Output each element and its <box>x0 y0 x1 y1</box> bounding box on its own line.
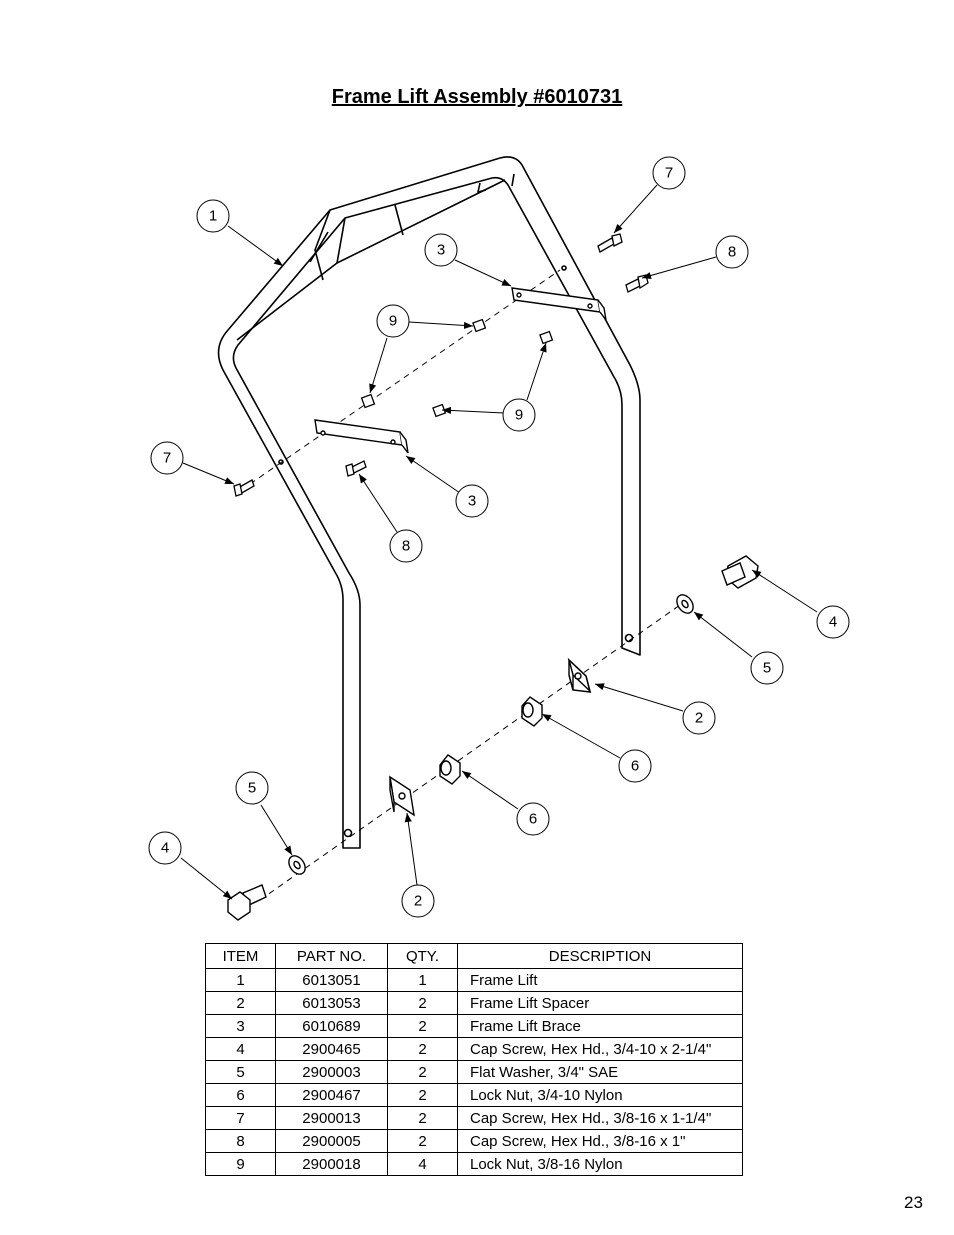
callout-circle <box>652 156 686 190</box>
quantity-cell: 2 <box>387 1014 458 1038</box>
description-cell: Cap Screw, Hex Hd., 3/8-16 x 1" <box>457 1129 743 1153</box>
description-cell: Flat Washer, 3/4" SAE <box>457 1060 743 1084</box>
item-cell: 3 <box>205 1014 276 1038</box>
description-cell: Lock Nut, 3/8-16 Nylon <box>457 1152 743 1176</box>
callout-circle <box>401 884 435 918</box>
quantity-cell: 2 <box>387 1083 458 1107</box>
description-cell: Cap Screw, Hex Hd., 3/8-16 x 1-1/4" <box>457 1106 743 1130</box>
quantity-cell: 2 <box>387 1060 458 1084</box>
description-cell: Lock Nut, 3/4-10 Nylon <box>457 1083 743 1107</box>
column-header-part-no: PART NO. <box>275 943 388 969</box>
callout-circle <box>196 199 230 233</box>
part-number-cell: 2900018 <box>275 1152 388 1176</box>
part-number-cell: 2900013 <box>275 1106 388 1130</box>
part-number-cell: 6013053 <box>275 991 388 1015</box>
callout-number: 6 <box>631 758 639 775</box>
quantity-cell: 2 <box>387 1129 458 1153</box>
callout-number: 2 <box>414 893 422 910</box>
table-row: 5 2900003 2 Flat Washer, 3/4" SAE <box>205 1060 743 1084</box>
callout-circle <box>516 802 550 836</box>
part-number-cell: 2900467 <box>275 1083 388 1107</box>
callout-number: 1 <box>209 208 217 225</box>
table-row: 9 2900018 4 Lock Nut, 3/8-16 Nylon <box>205 1152 743 1176</box>
item-cell: 6 <box>205 1083 276 1107</box>
column-header-qty: QTY. <box>387 943 458 969</box>
frame-lift-brace-parts <box>314 287 607 454</box>
large-fastener-parts <box>227 555 759 921</box>
quantity-cell: 2 <box>387 1106 458 1130</box>
callout-circle <box>502 398 536 432</box>
part-number-cell: 6010689 <box>275 1014 388 1038</box>
callout-number: 8 <box>728 244 736 261</box>
table-row: 7 2900013 2 Cap Screw, Hex Hd., 3/8-16 x… <box>205 1106 743 1130</box>
callout-number: 3 <box>468 493 476 510</box>
callout-number: 5 <box>248 780 256 797</box>
callout-circle <box>455 484 489 518</box>
callout-number: 7 <box>665 165 673 182</box>
table-row: 4 2900465 2 Cap Screw, Hex Hd., 3/4-10 x… <box>205 1037 743 1061</box>
description-cell: Frame Lift <box>457 968 743 992</box>
callout-circle <box>235 771 269 805</box>
callout-number: 5 <box>763 660 771 677</box>
callout-circle <box>376 304 410 338</box>
parts-list-table: ITEM PART NO. QTY. DESCRIPTION 1 6013051… <box>205 943 743 1176</box>
column-header-description: DESCRIPTION <box>457 943 743 969</box>
callout-number: 7 <box>163 450 171 467</box>
callout-circle <box>682 701 716 735</box>
page-number: 23 <box>904 1193 923 1212</box>
callout-number: 6 <box>529 811 537 828</box>
exploded-assembly-drawing: 1 7 3 8 9 9 7 3 8 4 5 2 6 6 5 4 2 <box>148 156 850 921</box>
item-cell: 2 <box>205 991 276 1015</box>
callout-circle <box>389 529 423 563</box>
item-cell: 9 <box>205 1152 276 1176</box>
item-cell: 4 <box>205 1037 276 1061</box>
callout-number: 3 <box>437 242 445 259</box>
callout-circle <box>618 749 652 783</box>
part-number-cell: 2900005 <box>275 1129 388 1153</box>
table-row: 1 6013051 1 Frame Lift <box>205 968 743 992</box>
callout-circle <box>715 235 749 269</box>
quantity-cell: 2 <box>387 1037 458 1061</box>
assembly-centerlines <box>249 269 681 901</box>
callout-circle <box>816 605 850 639</box>
callout-number: 4 <box>829 614 837 631</box>
part-number-cell: 2900003 <box>275 1060 388 1084</box>
callout-circle <box>148 831 182 865</box>
page-title: Frame Lift Assembly #6010731 <box>331 86 623 108</box>
small-fastener-parts <box>233 233 649 497</box>
item-cell: 8 <box>205 1129 276 1153</box>
part-number-cell: 6013051 <box>275 968 388 992</box>
description-cell: Frame Lift Spacer <box>457 991 743 1015</box>
column-header-item: ITEM <box>205 943 276 969</box>
callout-number: 9 <box>515 407 523 424</box>
description-cell: Cap Screw, Hex Hd., 3/4-10 x 2-1/4" <box>457 1037 743 1061</box>
callout-circle <box>150 441 184 475</box>
description-cell: Frame Lift Brace <box>457 1014 743 1038</box>
callout-balloons <box>148 156 850 918</box>
callout-leaders <box>180 184 818 900</box>
item-cell: 7 <box>205 1106 276 1130</box>
item-cell: 5 <box>205 1060 276 1084</box>
quantity-cell: 2 <box>387 991 458 1015</box>
table-header-row: ITEM PART NO. QTY. DESCRIPTION <box>205 943 743 969</box>
part-number-cell: 2900465 <box>275 1037 388 1061</box>
callout-number: 2 <box>695 710 703 727</box>
table-row: 8 2900005 2 Cap Screw, Hex Hd., 3/8-16 x… <box>205 1129 743 1153</box>
quantity-cell: 1 <box>387 968 458 992</box>
callout-circle <box>424 233 458 267</box>
quantity-cell: 4 <box>387 1152 458 1176</box>
frame-lift-part <box>217 156 641 849</box>
table-row: 3 6010689 2 Frame Lift Brace <box>205 1014 743 1038</box>
callout-circle <box>750 651 784 685</box>
callout-number: 4 <box>161 840 169 857</box>
item-cell: 1 <box>205 968 276 992</box>
table-row: 6 2900467 2 Lock Nut, 3/4-10 Nylon <box>205 1083 743 1107</box>
table-row: 2 6013053 2 Frame Lift Spacer <box>205 991 743 1015</box>
callout-number: 9 <box>389 313 397 330</box>
callout-number: 8 <box>402 538 410 555</box>
